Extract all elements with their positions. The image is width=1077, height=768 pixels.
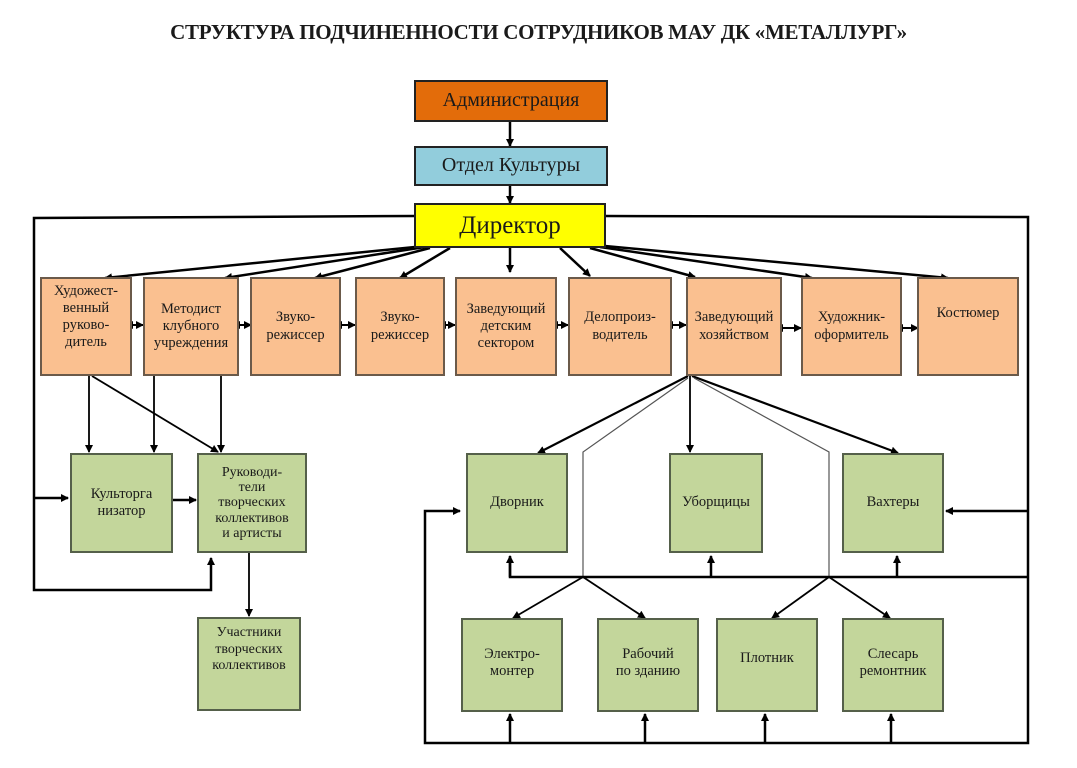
connector-arrow — [582, 377, 689, 577]
page-title: СТРУКТУРА ПОДЧИНЕННОСТИ СОТРУДНИКОВ МАУ … — [170, 20, 907, 44]
node-label: Администрация — [442, 89, 580, 112]
node-label: Звуко- режиссер — [266, 309, 325, 343]
node-label: Заведующий детским сектором — [466, 300, 546, 352]
arrow-director-to-staff — [589, 246, 696, 279]
node-label: Отдел Культуры — [441, 154, 581, 177]
connector-arrow — [693, 377, 830, 577]
arrow-director-to-staff — [559, 247, 591, 277]
arrow-director-to-staff — [104, 244, 426, 282]
node-label: Уборщицы — [682, 494, 750, 511]
node-costumer: Костюмер — [917, 277, 1019, 376]
connector-arrow — [91, 375, 219, 453]
node-facilities-head: Заведующий хозяйством — [686, 277, 782, 376]
node-building-worker: Рабочий по зданию — [597, 618, 699, 712]
node-kids-sector-head: Заведующий детским сектором — [455, 277, 557, 376]
node-label: Костюмер — [936, 305, 1000, 321]
node-label: Директор — [459, 211, 561, 239]
node-carpenter: Плотник — [716, 618, 818, 712]
connector-arrow — [508, 562, 1028, 579]
arrow-director-to-staff — [599, 245, 813, 281]
node-label: Культорга низатор — [90, 485, 153, 519]
arrow-director-to-staff — [399, 246, 451, 280]
node-label: Участники творческих коллективов — [212, 625, 286, 674]
node-locksmith: Слесарь ремонтник — [842, 618, 944, 712]
node-designer: Художник- оформитель — [801, 277, 902, 376]
node-sound-engineer-1: Звуко- режиссер — [250, 277, 341, 376]
node-label: Заведующий хозяйством — [694, 309, 774, 343]
node-culture-dept: Отдел Культуры — [414, 146, 608, 186]
node-administration: Администрация — [414, 80, 608, 122]
arrow-director-to-staff — [314, 246, 431, 281]
connector-arrow — [691, 374, 899, 455]
node-label: Делопроиз- водитель — [584, 309, 656, 343]
node-electrician: Электро- монтер — [461, 618, 563, 712]
node-label: Дворник — [490, 494, 544, 511]
line-director-right-loop — [423, 214, 1030, 745]
node-label: Электро- монтер — [484, 646, 540, 680]
node-participants: Участники творческих коллективов — [197, 617, 301, 711]
connector-arrow — [537, 375, 689, 454]
node-director: Директор — [414, 203, 606, 248]
node-label: Художник- оформитель — [814, 309, 889, 343]
node-label: Слесарь ремонтник — [859, 646, 927, 680]
connector-arrow — [771, 576, 830, 619]
node-label: Руководи- тели творческих коллективов и … — [215, 465, 289, 541]
node-label: Художест- венный руково- дитель — [53, 283, 119, 351]
node-sound-engineer-2: Звуко- режиссер — [355, 277, 445, 376]
node-cultural-organizer: Культорга низатор — [70, 453, 173, 553]
node-label: Вахтеры — [866, 494, 920, 511]
node-label: Рабочий по зданию — [615, 646, 681, 680]
node-group-leaders: Руководи- тели творческих коллективов и … — [197, 453, 307, 553]
node-clerk: Делопроиз- водитель — [568, 277, 672, 376]
connector-arrow — [828, 576, 891, 619]
node-label: Методист клубного учреждения — [153, 300, 229, 352]
node-methodist: Методист клубного учреждения — [143, 277, 239, 376]
connector-arrow — [582, 576, 646, 619]
connector-arrow — [512, 576, 584, 619]
node-guards: Вахтеры — [842, 453, 944, 553]
node-label: Звуко- режиссер — [370, 309, 430, 343]
arrow-director-to-staff — [224, 245, 426, 281]
line-director-left-loop — [32, 214, 416, 592]
node-janitor: Дворник — [466, 453, 568, 553]
arrow-director-to-staff — [604, 244, 949, 282]
node-label: Плотник — [740, 650, 794, 666]
node-cleaners: Уборщицы — [669, 453, 763, 553]
node-art-director: Художест- венный руково- дитель — [40, 277, 132, 376]
